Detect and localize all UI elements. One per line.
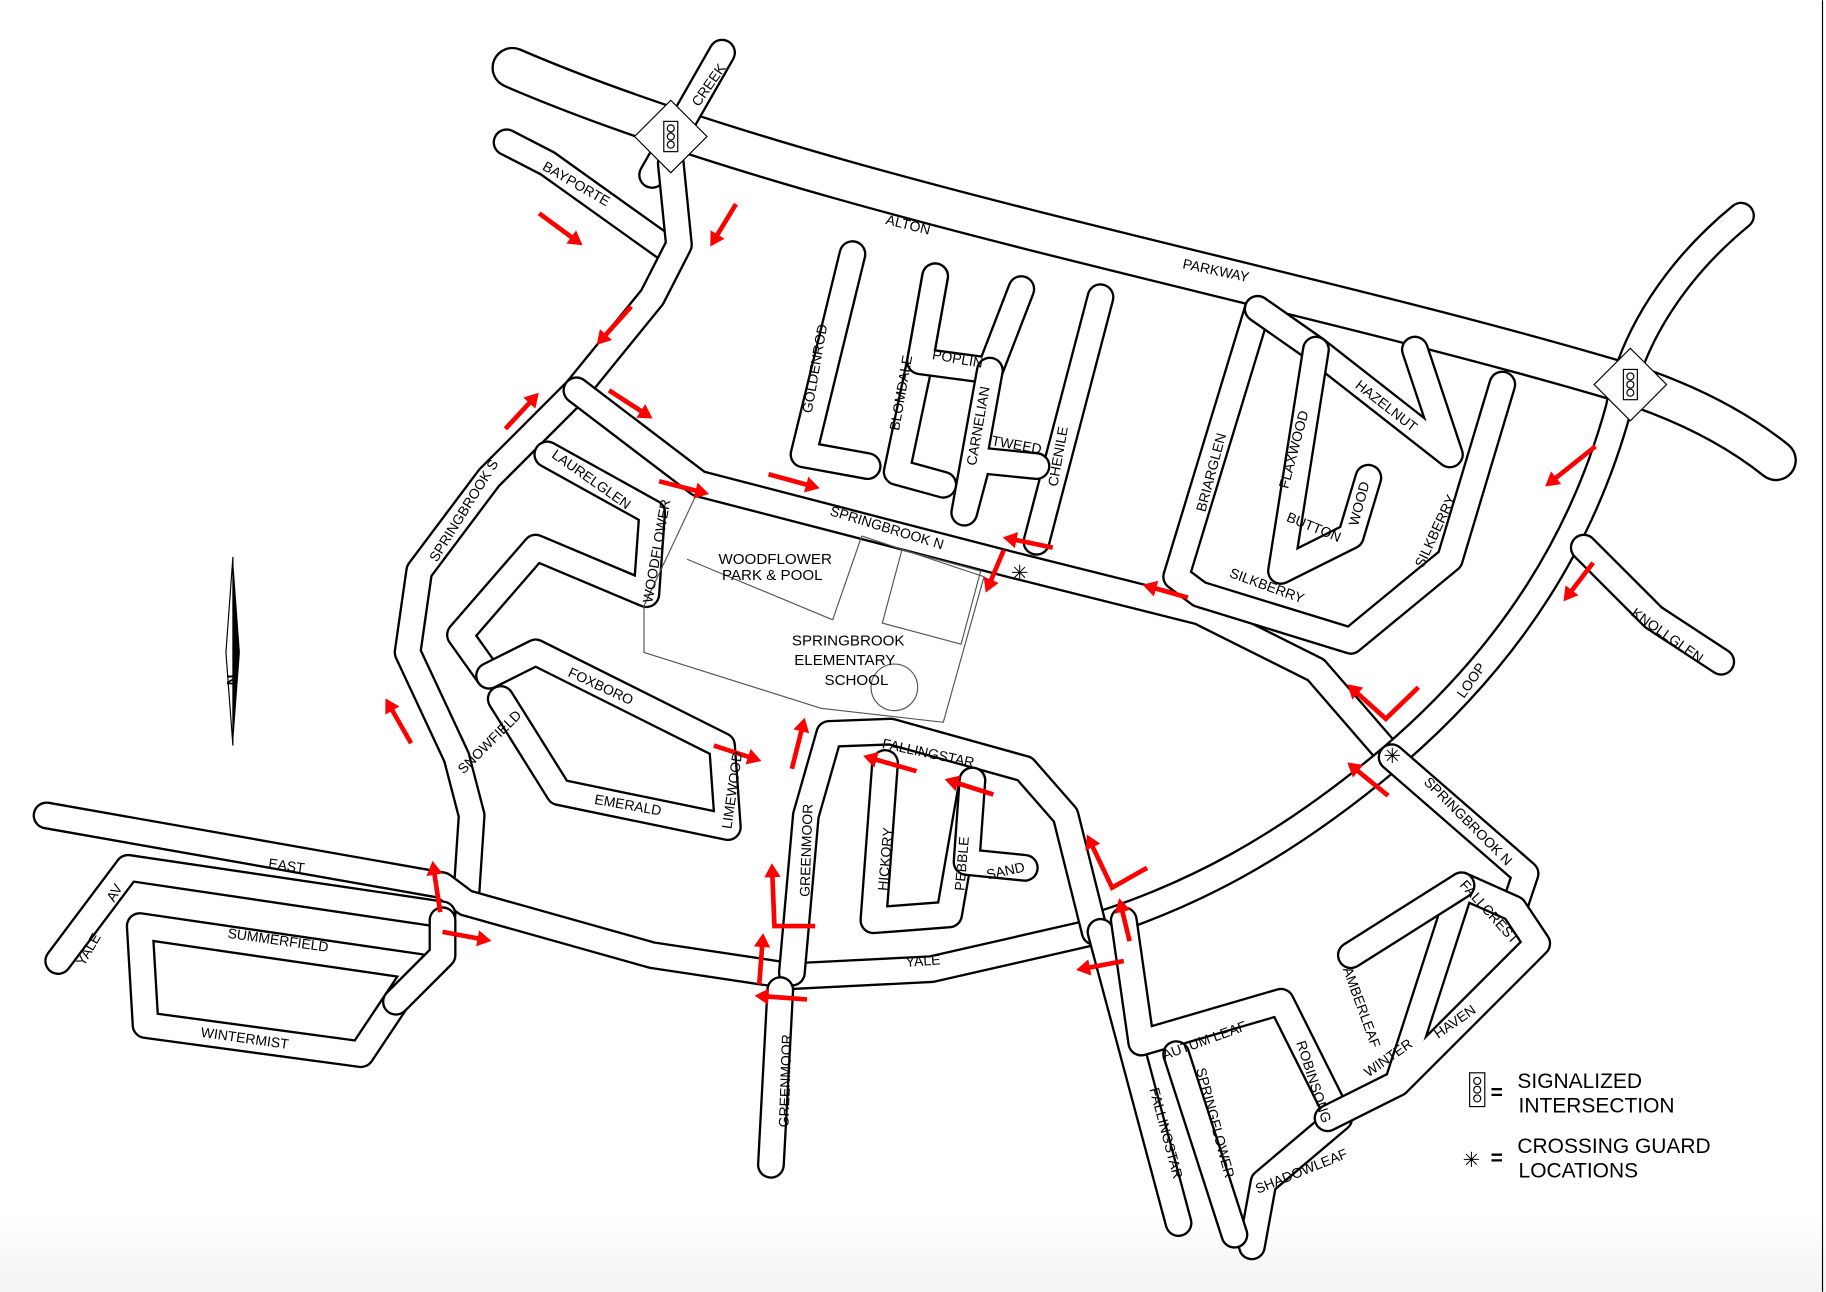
park-label: PARK & POOL: [722, 567, 823, 584]
road-fill: [1315, 873, 1549, 1130]
street-label: YALE: [905, 951, 941, 969]
route-arrow-head: [476, 930, 492, 947]
street-label: SPRINGBROOK S: [426, 456, 502, 564]
street-label: LAURELGLEN: [549, 446, 634, 512]
road-fill: [1112, 908, 1351, 1258]
legend-equals: =: [1491, 1147, 1503, 1170]
route-arrow-head: [1347, 762, 1364, 778]
route-arrow-icon: [1547, 444, 1597, 486]
north-arrow-icon: N: [223, 556, 240, 746]
route-arrow-head: [523, 392, 539, 409]
route-arrow-head: [863, 751, 879, 768]
street-label: SAND: [985, 859, 1026, 883]
route-arrow-head: [753, 933, 771, 948]
school-label: SPRINGBROOK: [792, 632, 905, 649]
road-fill: [780, 719, 1107, 985]
route-arrow-head: [1085, 834, 1101, 851]
route-arrow-head: [693, 482, 710, 499]
route-arrow-head: [1347, 684, 1364, 700]
crossing-guard-asterisk-icon: ✳: [1383, 745, 1401, 768]
street-labels: CREEK BAYPORTE ALTON PARKWAY GOLDENROD B…: [73, 60, 1707, 1197]
road-fill: [128, 914, 431, 1066]
street-label: EAST: [267, 855, 306, 876]
street-label: SPRINGBROOK N: [1421, 774, 1516, 869]
road-fill: [1164, 1042, 1247, 1247]
traffic-signal-icon: [633, 99, 708, 174]
route-arrow-head: [636, 404, 653, 419]
route-arrow-head: [1002, 532, 1019, 549]
street-label: GREENMOOR: [796, 803, 815, 897]
route-arrow-head: [804, 476, 820, 493]
road-fill: [493, 49, 1795, 479]
route-arrow-head: [1114, 898, 1131, 914]
road-fill: [791, 242, 880, 478]
road-fill: [1024, 285, 1113, 554]
road-fill: [1246, 297, 1462, 467]
legend-signal-text: INTERSECTION: [1519, 1094, 1675, 1117]
route-arrow-head: [1545, 471, 1562, 487]
crossing-guard-asterisk-icon: ✳: [1463, 1149, 1481, 1172]
road-fill: [494, 130, 682, 263]
route-arrow-head: [566, 230, 583, 246]
road-fill: [1269, 337, 1380, 583]
route-arrow-head: [1563, 585, 1579, 602]
route-arrow-icon: [769, 867, 816, 929]
route-arrow-head: [710, 230, 725, 247]
street-label: BAYPORTE: [540, 158, 613, 209]
street-label: AMBERLEAF: [1340, 965, 1384, 1050]
legend-guard-text: LOCATIONS: [1519, 1160, 1639, 1183]
legend: = SIGNALIZED INTERSECTION ✳ = CROSSING G…: [1463, 1070, 1711, 1183]
road-fill: [34, 803, 1107, 988]
road-fill: [564, 378, 1404, 769]
road-fill: [952, 358, 1049, 525]
road-fill: [1088, 920, 1191, 1235]
road-fill: [908, 264, 1033, 383]
road-fill: [395, 378, 589, 915]
park-label: WOODFLOWER: [719, 551, 833, 568]
route-arrow-icon: [1086, 837, 1149, 891]
road-fill: [448, 442, 664, 688]
legend-signal-text: SIGNALIZED: [1517, 1070, 1642, 1093]
route-arrow-head: [793, 717, 810, 734]
school-grounds: [643, 489, 985, 723]
road-network: [32, 38, 1797, 1261]
place-labels: WOODFLOWER PARK & POOL SPRINGBROOK ELEME…: [719, 551, 905, 689]
route-arrow-head: [983, 576, 999, 593]
school-label: ELEMENTARY: [794, 652, 895, 669]
traffic-signal-icon: [1593, 347, 1668, 422]
road-fill: [954, 768, 1037, 880]
road-fill: [1339, 873, 1474, 967]
route-arrow-icon: [1349, 685, 1421, 722]
traffic-signal-icon: [1469, 1072, 1486, 1108]
route-arrow-head: [596, 329, 613, 345]
street-label: HAZELNUT: [1353, 377, 1421, 435]
street-label: PEBBLE: [951, 836, 972, 892]
route-arrows: [385, 202, 1597, 1005]
route-arrow-head: [385, 698, 400, 715]
street-label: GREENMOOR: [775, 1034, 794, 1128]
road-fill: [477, 640, 740, 839]
road-fill: [1083, 204, 1753, 938]
route-arrow-head: [745, 748, 762, 765]
road-fill: [564, 151, 691, 403]
legend-guard-text: CROSSING GUARD: [1517, 1135, 1710, 1158]
route-arrow-head: [944, 775, 961, 792]
route-arrow-head: [426, 860, 443, 876]
north-label: N: [223, 675, 240, 686]
legend-equals: =: [1491, 1082, 1503, 1105]
road-fill: [1572, 535, 1733, 674]
route-arrow-head: [764, 863, 781, 878]
school-label: SCHOOL: [824, 672, 888, 689]
road-fill: [1164, 297, 1514, 653]
route-arrow-head: [754, 988, 770, 1005]
route-arrow-head: [1076, 959, 1092, 976]
crossing-guard-asterisk-icon: ✳: [1011, 562, 1029, 585]
street-label: HICKORY: [874, 826, 896, 891]
route-arrow-head: [1142, 580, 1159, 597]
road-fill: [759, 978, 792, 1177]
street-label: AV: [103, 880, 126, 904]
road-fill: [46, 856, 455, 973]
